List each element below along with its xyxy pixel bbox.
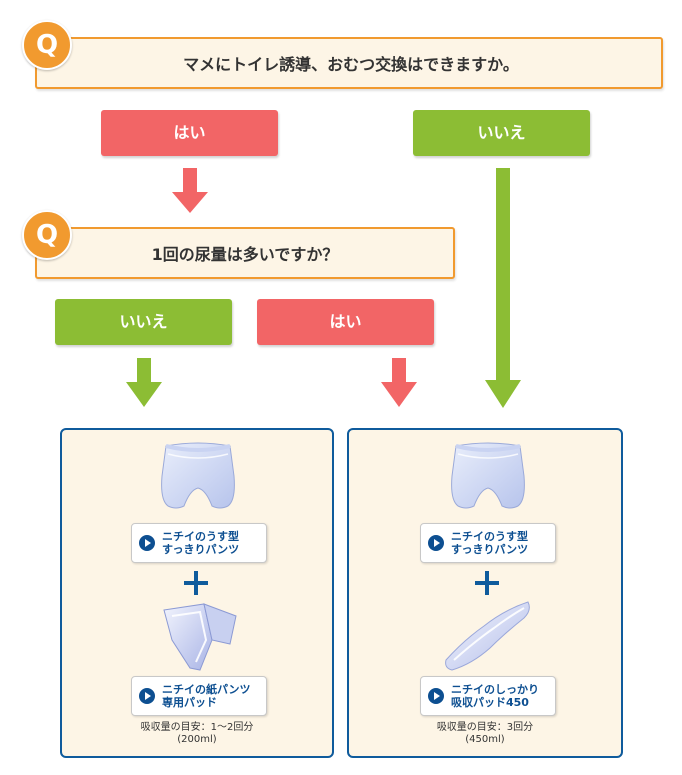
product-name-line1: ニチイのうす型 xyxy=(162,530,239,543)
absorption-note-line1: 吸収量の目安：3回分 xyxy=(436,722,534,733)
product-link-thin-pants[interactable]: ニチイのうす型 すっきりパンツ xyxy=(131,523,267,563)
play-icon xyxy=(428,688,444,704)
absorption-note: 吸収量の目安：1～2回分 (200ml) xyxy=(60,722,334,746)
product-link-thin-pants[interactable]: ニチイのうす型 すっきりパンツ xyxy=(420,523,556,563)
product-name-line1: ニチイの紙パンツ xyxy=(162,683,251,696)
q2-no-button[interactable]: いいえ xyxy=(55,299,232,345)
pants-image xyxy=(161,442,235,509)
q-badge-icon: Q xyxy=(22,210,72,260)
down-arrow-icon xyxy=(485,168,521,408)
absorption-note-line1: 吸収量の目安：1～2回分 xyxy=(140,722,254,733)
play-icon xyxy=(139,688,155,704)
pants-image xyxy=(451,442,525,509)
plus-icon xyxy=(475,571,499,595)
absorption-note-line2: (200ml) xyxy=(177,734,217,745)
product-name-line1: ニチイのうす型 xyxy=(451,530,528,543)
absorption-note-line2: (450ml) xyxy=(465,734,505,745)
question-box-1 xyxy=(35,37,663,89)
plus-icon xyxy=(184,571,208,595)
down-arrow-icon xyxy=(381,358,417,407)
pad-image xyxy=(163,603,237,671)
question-2-text: 1回の尿量は多いですか？ xyxy=(151,245,339,264)
product-name-line2: すっきりパンツ xyxy=(162,543,240,556)
pad-image xyxy=(445,601,530,671)
product-name-line1: ニチイのしっかり xyxy=(451,683,539,696)
question-box-2 xyxy=(35,227,455,279)
play-icon xyxy=(428,535,444,551)
down-arrow-icon xyxy=(126,358,162,407)
product-name-line2: 専用パッド xyxy=(162,696,217,709)
down-arrow-icon xyxy=(172,168,208,213)
q1-yes-button[interactable]: はい xyxy=(101,110,278,156)
product-link-absorbent-pad-450[interactable]: ニチイのしっかり 吸収パッド450 xyxy=(420,676,556,716)
product-link-paper-pants-pad[interactable]: ニチイの紙パンツ 専用パッド xyxy=(131,676,267,716)
question-1-text: マメにトイレ誘導、おむつ交換はできますか。 xyxy=(183,55,519,74)
q2-yes-button[interactable]: はい xyxy=(257,299,434,345)
absorption-note: 吸収量の目安：3回分 (450ml) xyxy=(347,722,623,746)
product-name-line2: 吸収パッド450 xyxy=(451,696,529,709)
product-name-line2: すっきりパンツ xyxy=(451,543,529,556)
play-icon xyxy=(139,535,155,551)
q1-no-button[interactable]: いいえ xyxy=(413,110,590,156)
q-badge-icon: Q xyxy=(22,20,72,70)
